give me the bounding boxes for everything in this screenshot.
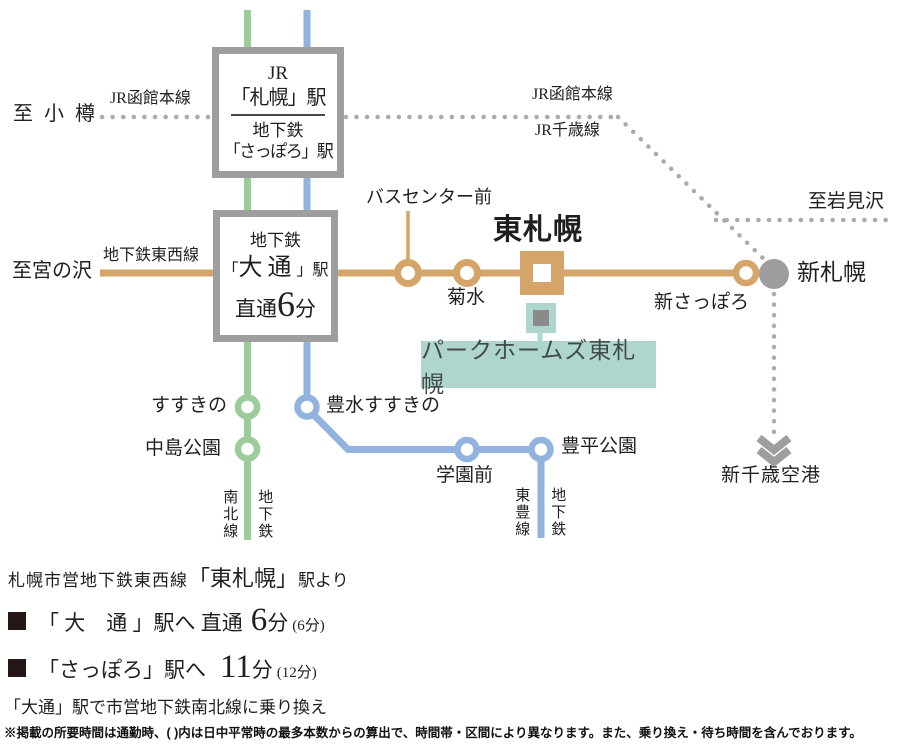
odori-direct-unit: 分 (295, 297, 316, 321)
jr-chitose-diagonal (615, 114, 774, 269)
terminal-to-miyanosawa: 至宮の沢 (12, 260, 92, 282)
access-heading-suffix: 駅より (298, 571, 349, 590)
station-label-shin-sapporo-subway: 新さっぽろ (654, 292, 750, 313)
line-label-toho-subway-vertical: 地下鉄 (549, 487, 566, 538)
access-heading-line: 札幌市営地下鉄東西線 (8, 571, 188, 590)
odori-quote-open: 「 (222, 262, 239, 279)
sapporo-box-subway-station: 「さっぽろ」駅 (223, 142, 334, 162)
route-sapporo: 「さっぽろ」駅へ 11 分 (12分) (8, 651, 317, 684)
bullet-square-icon (8, 611, 26, 630)
footnote: ※掲載の所要時間は通勤時、( )内は日中平常時の最多本数からの算出で、時間帯・区… (4, 726, 862, 740)
airport-direction-chevron-icon (756, 434, 792, 468)
odori-box-direct-time: 直通6分 (235, 286, 316, 322)
route-odori-minutes: 6 (250, 602, 268, 638)
station-marker-higashi-sapporo (520, 251, 564, 295)
access-heading: 札幌市営地下鉄東西線 「東札幌」 駅より (8, 561, 349, 593)
terminal-to-iwamizawa: 至岩見沢 (808, 191, 885, 212)
sapporo-box-divider (230, 114, 326, 117)
station-label-bus-center-mae: バスセンター前 (366, 187, 492, 207)
line-label-tozai: 地下鉄東西線 (103, 247, 200, 264)
station-marker-shin-sapporo-jr (759, 259, 789, 289)
access-heading-station: 「東札幌」 (188, 566, 299, 591)
station-marker-toyohira-koen (528, 436, 554, 463)
jr-hakodate-line (99, 114, 897, 438)
terminal-to-otaru: 至 小 樽 (13, 103, 98, 125)
station-marker-shin-sapporo-subway (732, 259, 760, 287)
route-odori-unit: 分 (267, 611, 289, 635)
route-sapporo-minutes: 11 (220, 649, 252, 685)
line-label-jr-hakodate-right: JR函館本線 (532, 86, 613, 103)
station-label-toyohira-koen: 豊平公園 (561, 436, 638, 457)
property-name-label: パークホームズ東札幌 (421, 337, 656, 397)
line-label-namboku-vertical: 南北線 (221, 489, 238, 540)
station-label-hosui-susukino: 豊水すすきの (326, 395, 441, 416)
odori-direct-minutes: 6 (277, 284, 295, 324)
sapporo-box-jr: JR (267, 63, 289, 85)
line-label-jr-hakodate-left: JR函館本線 (110, 90, 191, 107)
station-marker-nakajima-koen (234, 436, 261, 462)
station-label-shin-sapporo-jr: 新札幌 (797, 260, 866, 285)
odori-quote-close: 」駅 (296, 262, 329, 279)
transfer-note: 「大通」駅で市営地下鉄南北線に乗り換え (4, 698, 327, 717)
station-label-gakuen-mae: 学園前 (436, 465, 494, 486)
station-label-higashi-sapporo: 東札幌 (493, 214, 584, 246)
toho-line-lower (304, 405, 545, 538)
odori-name: 大通 (238, 255, 297, 281)
station-marker-susukino (234, 394, 261, 420)
route-odori-dest: 「 大 通 」駅へ 直通 (38, 611, 243, 635)
route-odori-paren: (6分) (292, 618, 325, 634)
station-label-kikusui: 菊水 (447, 287, 486, 308)
sapporo-box-jr-station: 「札幌」駅 (230, 87, 327, 110)
sapporo-box-subway: 地下鉄 (252, 121, 304, 141)
line-label-toho-vertical: 東豊線 (513, 487, 530, 538)
station-label-susukino: すすきの (151, 395, 228, 416)
route-sapporo-dest: 「さっぽろ」駅へ (38, 658, 206, 682)
line-label-namboku-subway-vertical: 地下鉄 (256, 489, 273, 540)
terminal-new-chitose-airport: 新千歳空港 (721, 465, 822, 486)
route-sapporo-unit: 分 (251, 658, 273, 682)
station-label-nakajima-koen: 中島公園 (145, 438, 222, 459)
odori-box-station-name: 「大通」駅 (222, 253, 328, 283)
station-marker-gakuen-mae (454, 436, 480, 463)
station-marker-bus-center-mae (394, 259, 422, 287)
line-label-jr-chitose: JR千歳線 (535, 122, 600, 139)
odori-direct-label: 直通 (235, 297, 277, 321)
sapporo-station-box: JR 「札幌」駅 地下鉄 「さっぽろ」駅 (212, 47, 344, 178)
bullet-square-icon (8, 658, 26, 677)
station-marker-kikusui (453, 259, 481, 287)
odori-station-box: 地下鉄 「大通」駅 直通6分 (213, 210, 338, 342)
route-sapporo-paren: (12分) (276, 665, 317, 681)
route-odori: 「 大 通 」駅へ 直通 6 分 (6分) (8, 604, 325, 637)
station-marker-hosui-susukino (294, 394, 320, 420)
odori-box-subway: 地下鉄 (250, 230, 301, 250)
property-location-marker (526, 303, 556, 345)
